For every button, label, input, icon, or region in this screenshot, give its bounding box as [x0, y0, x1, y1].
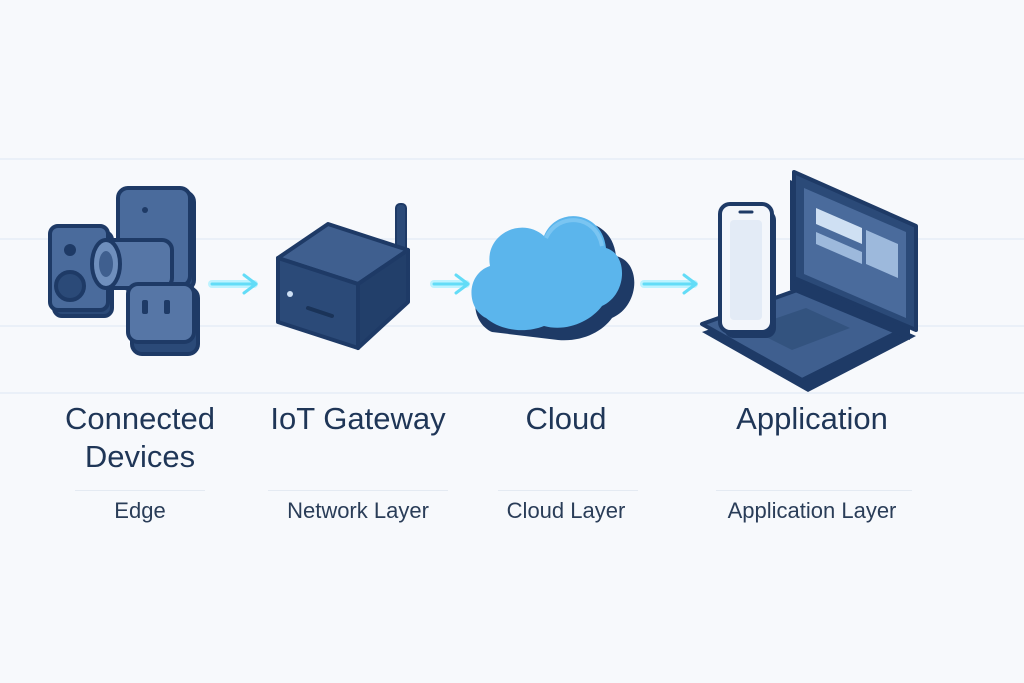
flow-arrow [640, 273, 698, 295]
separator-line [716, 490, 912, 491]
separator-line [75, 490, 205, 491]
laptop-phone-icon [700, 170, 918, 392]
stage-subtitle-application: Application Layer [727, 498, 897, 523]
stage-title-devices: Connected Devices [65, 401, 215, 474]
devices-icon [48, 186, 200, 356]
stage-title-cloud: Cloud [525, 401, 607, 436]
stage-title-gateway: IoT Gateway [270, 401, 446, 436]
separator-line [498, 490, 638, 491]
stage-subtitle-gateway: Network Layer [287, 498, 429, 523]
background-band [0, 158, 1024, 160]
stage-subtitle-devices: Edge [114, 498, 166, 523]
flow-arrow [208, 273, 258, 295]
separator-line [268, 490, 448, 491]
stage-title-application: Application [736, 401, 888, 436]
flow-arrow [430, 273, 470, 295]
cloud-icon [471, 216, 635, 341]
background-band [0, 392, 1024, 394]
router-icon [276, 203, 410, 350]
stage-subtitle-cloud: Cloud Layer [506, 498, 626, 523]
